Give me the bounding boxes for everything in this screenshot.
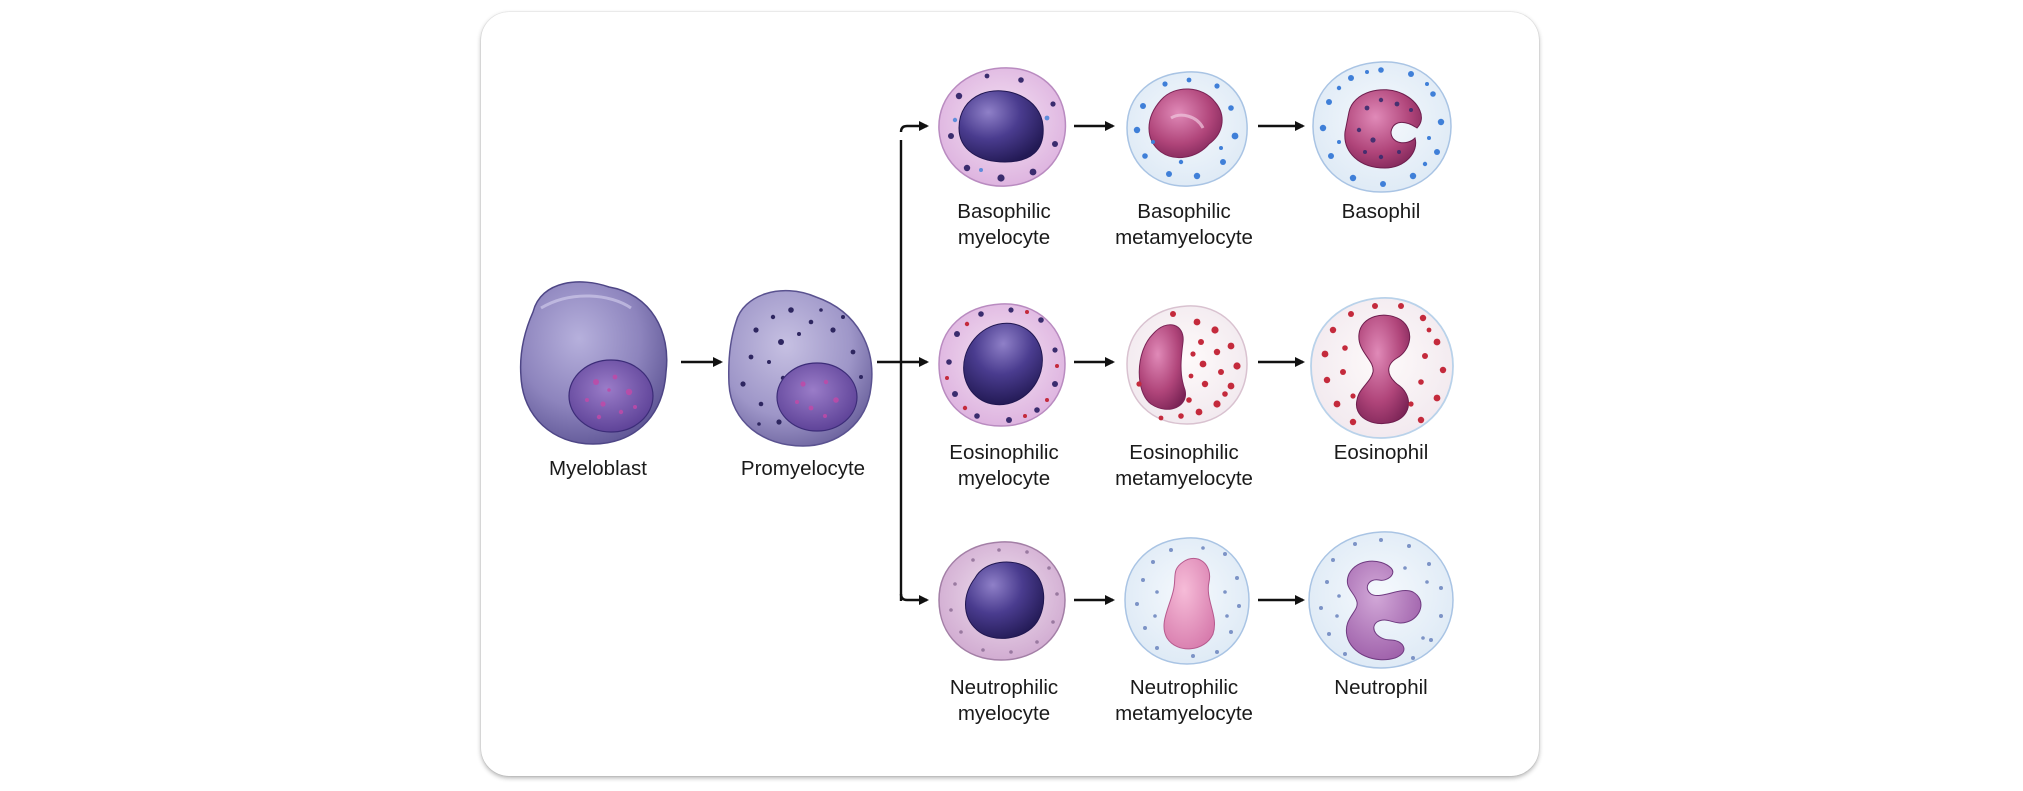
eosinophilic-metamyelocyte-cell bbox=[1126, 305, 1248, 425]
basophilic-myelocyte-cell bbox=[938, 67, 1067, 187]
label-eosinophilic-metamyelocyte-line1: Eosinophilic bbox=[1129, 441, 1238, 464]
neutrophilic-metamyelocyte-cell bbox=[1124, 537, 1250, 665]
label-eosinophilic-metamyelocyte-line2: metamyelocyte bbox=[1115, 467, 1253, 490]
arrow-branch-to-neutrophilic-myelocyte bbox=[899, 593, 929, 605]
eosinophil-cell bbox=[1310, 297, 1454, 439]
label-neutrophilic-metamyelocyte-line1: Neutrophilic bbox=[1130, 676, 1238, 699]
diagram-card: Myeloblast Promyelocyte Basophilic myelo… bbox=[481, 12, 1539, 776]
label-neutrophilic-myelocyte-line2: myelocyte bbox=[958, 702, 1050, 725]
label-basophilic-myelocyte-line2: myelocyte bbox=[958, 226, 1050, 249]
granulocyte-maturation-diagram: Myeloblast Promyelocyte Basophilic myelo… bbox=[519, 61, 1454, 725]
labels: Myeloblast Promyelocyte Basophilic myelo… bbox=[549, 200, 1428, 725]
label-neutrophil: Neutrophil bbox=[1334, 676, 1427, 699]
label-basophil: Basophil bbox=[1342, 200, 1421, 223]
label-eosinophilic-myelocyte-line1: Eosinophilic bbox=[949, 441, 1058, 464]
label-myeloblast: Myeloblast bbox=[549, 457, 647, 480]
eosinophilic-myelocyte-cell bbox=[938, 303, 1066, 427]
neutrophilic-myelocyte-cell bbox=[938, 541, 1066, 661]
label-promyelocyte: Promyelocyte bbox=[741, 457, 865, 480]
label-neutrophilic-myelocyte-line1: Neutrophilic bbox=[950, 676, 1058, 699]
basophilic-metamyelocyte-cell bbox=[1126, 71, 1248, 187]
basophil-cell bbox=[1312, 61, 1452, 193]
label-eosinophilic-myelocyte-line2: myelocyte bbox=[958, 467, 1050, 490]
myeloblast-cell bbox=[519, 281, 668, 445]
label-basophilic-myelocyte-line1: Basophilic bbox=[957, 200, 1050, 223]
label-eosinophil: Eosinophil bbox=[1334, 441, 1429, 464]
promyelocyte-cell bbox=[728, 289, 873, 447]
neutrophil-cell bbox=[1308, 531, 1454, 669]
label-neutrophilic-metamyelocyte-line2: metamyelocyte bbox=[1115, 702, 1253, 725]
arrow-branch-to-basophilic-myelocyte bbox=[899, 121, 929, 133]
arrows bbox=[681, 121, 1305, 605]
label-basophilic-metamyelocyte-line1: Basophilic bbox=[1137, 200, 1230, 223]
label-basophilic-metamyelocyte-line2: metamyelocyte bbox=[1115, 226, 1253, 249]
